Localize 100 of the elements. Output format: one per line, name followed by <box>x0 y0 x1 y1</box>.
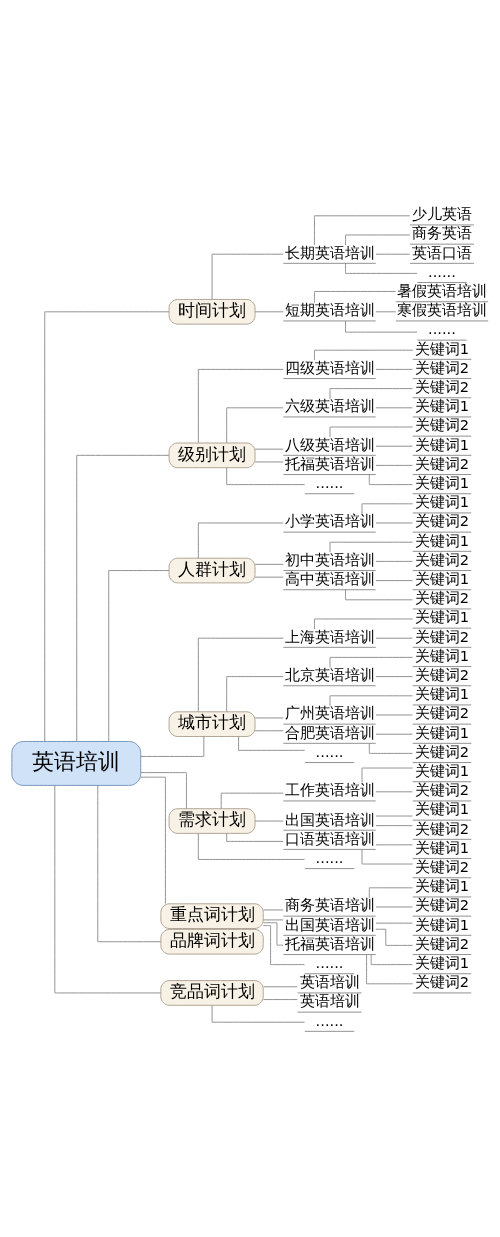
connector <box>263 909 284 910</box>
connector <box>54 784 161 993</box>
connector <box>370 953 413 965</box>
connector <box>375 310 397 312</box>
node-text: 小学英语培训 <box>284 511 375 529</box>
node-text: 关键词1 <box>414 915 470 933</box>
connector <box>211 1004 306 1023</box>
node-text: 关键词2 <box>414 972 470 990</box>
node-text: 英语口语 <box>412 243 472 261</box>
node-text: ...... <box>315 1011 344 1029</box>
connector <box>76 454 170 742</box>
node-text: 托福英语培训 <box>284 934 375 952</box>
connector <box>254 461 284 462</box>
node-text: 英语培训 <box>299 991 360 1009</box>
node-text: 关键词1 <box>414 396 470 414</box>
node-box: 时间计划 <box>168 298 256 325</box>
connector <box>254 448 284 450</box>
connector <box>226 406 284 443</box>
connector <box>197 832 305 860</box>
node-text: 关键词1 <box>414 684 470 702</box>
connector <box>361 848 414 864</box>
connector <box>375 579 413 581</box>
node-text: 关键词2 <box>414 454 470 472</box>
connector <box>375 368 413 370</box>
node-text: 四级英语培训 <box>284 358 375 376</box>
node-text: 关键词1 <box>414 473 470 491</box>
connector <box>375 675 413 677</box>
node-text: 广州英语培训 <box>284 703 375 721</box>
connector <box>108 569 170 742</box>
node-text: 英语培训 <box>299 972 360 990</box>
node-text: ...... <box>315 848 344 866</box>
node-box: 英语培训 <box>11 740 142 786</box>
node-text: 短期英语培训 <box>284 300 375 318</box>
connector <box>254 717 284 718</box>
node-text: 八级英语培训 <box>284 435 375 453</box>
node-text: 关键词2 <box>414 665 470 683</box>
node-text: 关键词1 <box>414 339 470 357</box>
node-box: 级别计划 <box>168 442 256 468</box>
connector <box>211 253 284 300</box>
node-text: 北京英语培训 <box>284 665 375 683</box>
node-text: 出国英语培训 <box>284 810 375 828</box>
node-text: 关键词2 <box>414 627 470 645</box>
connector <box>375 824 413 826</box>
node-text: 关键词1 <box>414 876 470 894</box>
connector <box>197 368 284 443</box>
node-text: 关键词2 <box>414 358 470 376</box>
connector <box>375 790 413 792</box>
connector <box>314 349 414 361</box>
node-text: 关键词1 <box>414 569 470 587</box>
connector <box>254 576 284 578</box>
node-text: 上海英语培训 <box>284 627 375 645</box>
connector <box>329 387 414 399</box>
node-text: 关键词2 <box>414 780 470 798</box>
node-text: 关键词1 <box>414 799 470 817</box>
node-text: 关键词2 <box>414 511 470 529</box>
connector <box>375 406 413 408</box>
node-text: 关键词1 <box>414 492 470 510</box>
connector <box>329 694 414 706</box>
connector <box>368 742 413 754</box>
node-text: 关键词2 <box>414 550 470 568</box>
connector <box>226 675 284 712</box>
node-text: 关键词2 <box>414 857 470 875</box>
connector <box>375 464 413 466</box>
node-box: 重点词计划 <box>160 902 264 929</box>
connector <box>140 771 187 809</box>
node-text: 长期英语培训 <box>284 243 375 261</box>
connector <box>329 656 414 668</box>
node-text: 关键词2 <box>414 415 470 433</box>
node-text: ...... <box>315 473 344 491</box>
node-text: 高中英语培训 <box>284 569 375 587</box>
node-text: 商务英语培训 <box>284 895 375 913</box>
connector <box>368 473 413 485</box>
node-text: 暑假英语培训 <box>397 281 487 299</box>
connector <box>314 214 411 245</box>
connector <box>238 735 306 751</box>
connector <box>263 985 298 987</box>
connector <box>366 953 414 984</box>
node-box: 人群计划 <box>168 557 256 583</box>
connector <box>314 618 414 629</box>
connector <box>197 522 284 558</box>
connector <box>375 560 413 562</box>
connector <box>262 924 305 965</box>
node-text: 商务英语 <box>412 223 472 241</box>
connector <box>97 784 162 942</box>
connector <box>329 426 414 437</box>
node-text: 少儿英语 <box>412 204 472 222</box>
node-text: 合肥英语培训 <box>284 723 375 741</box>
connector <box>140 735 205 757</box>
connector <box>375 928 414 946</box>
connector <box>263 921 284 946</box>
connector <box>263 918 284 920</box>
connector <box>345 262 418 274</box>
node-box: 城市计划 <box>168 710 256 737</box>
connector <box>375 815 413 816</box>
node-text: 关键词2 <box>414 377 470 395</box>
connector <box>254 820 284 821</box>
connector <box>140 776 166 904</box>
node-text: 关键词2 <box>414 703 470 721</box>
node-text: 初中英语培训 <box>284 550 375 568</box>
connector <box>375 253 411 255</box>
